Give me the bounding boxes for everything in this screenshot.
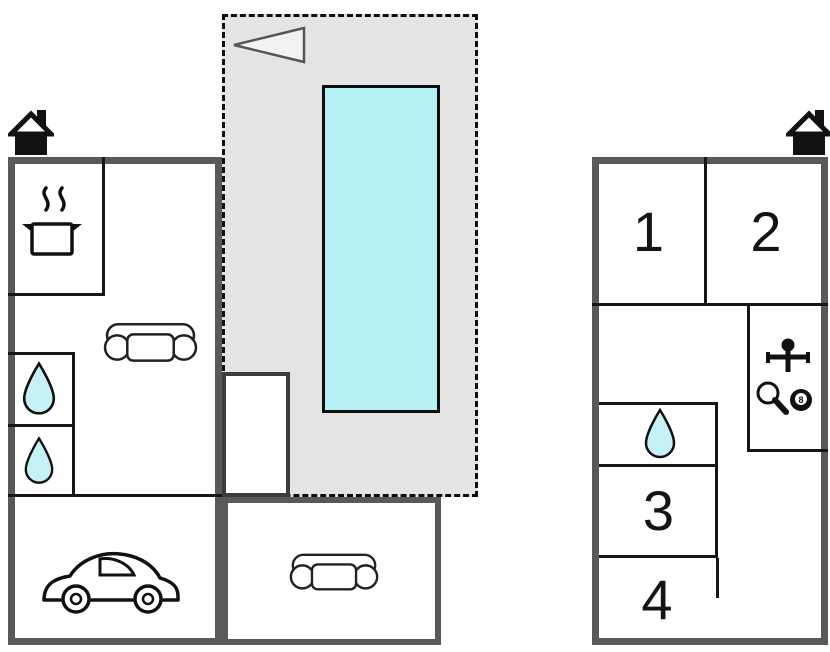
- sofa-icon: [289, 553, 379, 591]
- house-icon: [786, 110, 830, 155]
- interior-wall: [592, 303, 828, 306]
- bathroom-1: [8, 352, 75, 427]
- room-4-label: 4: [641, 568, 673, 631]
- room-3-walls: [599, 467, 718, 558]
- room-3-label: 3: [642, 479, 675, 542]
- interior-wall: [704, 157, 707, 306]
- cooking-pot-icon: [22, 186, 82, 256]
- games-icon: 8: [756, 338, 812, 415]
- interior-wall: [716, 558, 719, 598]
- garage-wall: [8, 494, 222, 497]
- sofa-icon: [103, 323, 198, 362]
- house-icon: [8, 110, 54, 155]
- direction-arrow-icon: [233, 26, 306, 64]
- kitchen-room: [8, 157, 105, 296]
- room-1-label: 1: [632, 199, 665, 263]
- bathroom-upper: [599, 402, 718, 467]
- games-room: [747, 303, 828, 452]
- water-drop-icon: [24, 436, 54, 484]
- water-drop-icon: [22, 361, 56, 415]
- upper-floor-outline: [592, 157, 828, 645]
- swimming-pool: [322, 85, 440, 413]
- room-2-label: 2: [750, 199, 782, 263]
- water-drop-icon: [644, 407, 676, 459]
- billiard-ball-number: 8: [798, 395, 803, 405]
- entry-room: [222, 372, 290, 497]
- car-icon: [42, 551, 180, 614]
